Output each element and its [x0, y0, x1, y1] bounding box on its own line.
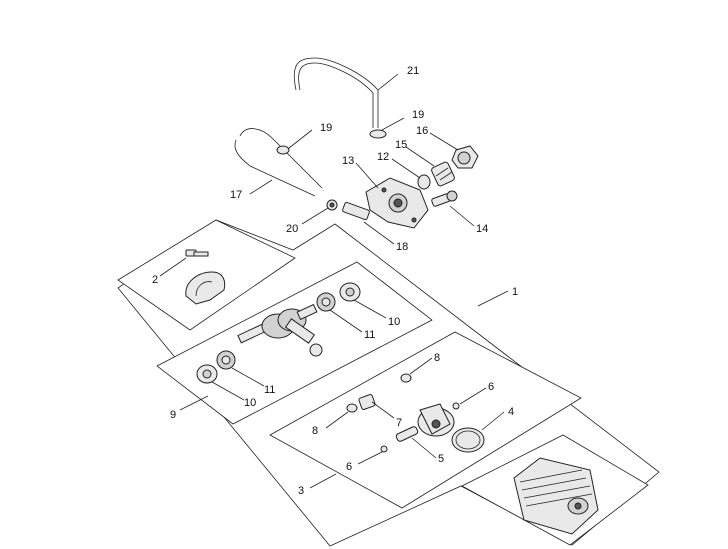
adjust-screw-14: [431, 190, 458, 207]
clip-8-right: [400, 373, 412, 383]
callout-4: 4: [508, 406, 514, 418]
hose-clip-upper: [276, 145, 290, 155]
callout-12: 12: [377, 151, 389, 163]
bearing-7: [358, 394, 376, 410]
callout-19-upper: 19: [320, 122, 332, 134]
fuel-hose-short: [234, 128, 323, 197]
callout-6-lower: 6: [346, 461, 352, 473]
callout-6-upper: 6: [488, 381, 494, 393]
group-9-frame: [156, 261, 433, 425]
callout-9: 9: [170, 409, 176, 421]
piston-ring-4: [451, 427, 485, 453]
callout-8-lower: 8: [312, 425, 318, 437]
callout-3: 3: [298, 485, 304, 497]
callout-10-lower: 10: [244, 397, 256, 409]
callout-1: 1: [512, 286, 518, 298]
callout-5: 5: [438, 453, 444, 465]
piston-pin-5: [395, 426, 419, 442]
callout-11-upper: 11: [364, 329, 375, 341]
callout-15: 15: [395, 139, 407, 151]
o-ring-20-hole: [329, 202, 335, 208]
clip-8-left: [346, 403, 358, 413]
callout-19-right: 19: [412, 109, 424, 121]
bearing-holder-2: [185, 271, 226, 305]
leader-lines: [159, 73, 509, 489]
circlip-6-right: [452, 402, 460, 410]
callout-11-lower: 11: [264, 384, 275, 396]
callout-2: 2: [152, 274, 158, 286]
circlip-6-left: [380, 445, 388, 453]
crankshaft: [237, 303, 323, 357]
callout-21: 21: [407, 65, 419, 77]
callout-7: 7: [396, 417, 402, 429]
callout-16: 16: [416, 125, 428, 137]
pin-18: [342, 201, 370, 221]
cylinder: [513, 457, 599, 535]
callout-18: 18: [396, 241, 408, 253]
hose-clip-right: [369, 129, 387, 139]
washer-12: [417, 174, 431, 190]
worm-15: [431, 161, 455, 187]
callout-13: 13: [342, 155, 354, 167]
callout-10-upper: 10: [388, 316, 400, 328]
oil-pump-body: [365, 177, 429, 229]
callout-17: 17: [230, 189, 242, 201]
coupler-16: [451, 145, 479, 169]
callout-14: 14: [476, 223, 488, 235]
fuel-hose-long: [293, 57, 379, 128]
callout-8-upper: 8: [434, 352, 440, 364]
callout-20: 20: [286, 223, 298, 235]
piston: [417, 403, 455, 437]
bolt-2: [185, 249, 209, 257]
piston-ring-4-inner: [455, 430, 481, 450]
